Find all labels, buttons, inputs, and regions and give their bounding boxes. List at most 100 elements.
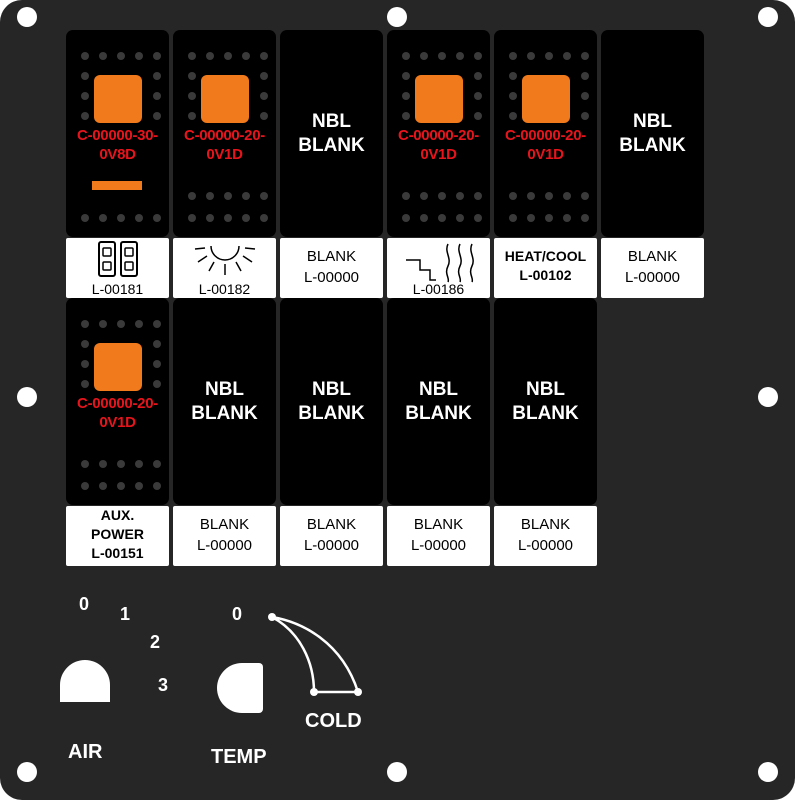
switch-dot	[474, 72, 482, 80]
switch-dot	[402, 52, 410, 60]
switch-part-code: C-00000-20- 0V1D	[77, 395, 158, 431]
rocker-switch[interactable]: C-00000-20- 0V1D	[66, 298, 169, 505]
switch-dot	[474, 214, 482, 222]
mounting-hole-top-left	[17, 7, 37, 27]
switch-dot	[402, 192, 410, 200]
legend-code: L-00000	[517, 537, 574, 554]
temp-knob-label: TEMP	[211, 746, 267, 768]
switch-dot	[117, 320, 125, 328]
heated-seat-icon	[66, 240, 169, 283]
legend-code: L-00182	[198, 281, 251, 297]
switch-dot	[99, 482, 107, 490]
switch-dot	[153, 52, 161, 60]
switch-dot	[117, 214, 125, 222]
switch-dot	[188, 52, 196, 60]
legend-code: L-00000	[410, 537, 467, 554]
switch-dot	[563, 52, 571, 60]
switch-dot	[402, 214, 410, 222]
air-pos-3: 3	[158, 675, 169, 695]
switch-dot	[206, 214, 214, 222]
switch-part-code: C-00000-20- 0V1D	[505, 127, 586, 163]
sun-icon	[173, 240, 276, 285]
rocker-switch[interactable]: NBL BLANK	[601, 30, 704, 237]
switch-dot	[527, 214, 535, 222]
switch-dot	[81, 360, 89, 368]
air-pos-0: 0	[79, 594, 90, 614]
switch-part-code: C-00000-20- 0V1D	[398, 127, 479, 163]
legend-code: L-00181	[91, 281, 144, 297]
cold-label: COLD	[305, 710, 362, 732]
defrost-icon	[387, 240, 490, 289]
switch-dot	[563, 192, 571, 200]
rocker-switch[interactable]: NBL BLANK	[387, 298, 490, 505]
rocker-switch[interactable]: NBL BLANK	[280, 30, 383, 237]
switch-dot	[99, 214, 107, 222]
switch-dot	[474, 112, 482, 120]
switch-dot	[224, 52, 232, 60]
legend-code: L-00000	[196, 537, 253, 554]
switch-dot	[242, 192, 250, 200]
switch-dot	[260, 192, 268, 200]
switch-dot	[81, 482, 89, 490]
air-knob[interactable]	[60, 660, 110, 702]
indicator-lamp	[94, 343, 142, 391]
switch-dot	[509, 112, 517, 120]
mounting-hole-bottom-center	[387, 762, 407, 782]
switch-dot	[135, 482, 143, 490]
temp-knob[interactable]	[217, 663, 263, 713]
switch-dot	[581, 112, 589, 120]
switch-dot	[81, 380, 89, 388]
rocker-switch[interactable]: C-00000-30- 0V8D	[66, 30, 169, 237]
switch-dot	[260, 112, 268, 120]
switch-dot	[581, 214, 589, 222]
switch-dot	[153, 214, 161, 222]
rocker-switch[interactable]: NBL BLANK	[173, 298, 276, 505]
blank-switch-title: NBL BLANK	[512, 379, 579, 424]
switch-dot	[242, 214, 250, 222]
rocker-switch[interactable]: NBL BLANK	[280, 298, 383, 505]
switch-dot	[206, 192, 214, 200]
switch-dot	[581, 52, 589, 60]
legend-code: L-00151	[91, 545, 144, 561]
switch-dot	[153, 460, 161, 468]
switch-dot	[527, 192, 535, 200]
switch-dot	[581, 192, 589, 200]
legend-title: BLANK	[627, 248, 678, 265]
switch-dot	[509, 214, 517, 222]
switch-dot	[563, 214, 571, 222]
legend-code: L-00186	[412, 281, 465, 297]
indicator-lamp	[94, 75, 142, 123]
blank-switch-title: NBL BLANK	[298, 379, 365, 424]
switch-dot	[135, 52, 143, 60]
switch-dot	[153, 360, 161, 368]
switch-dot	[545, 52, 553, 60]
switch-dot	[99, 320, 107, 328]
mounting-hole-bottom-left	[17, 762, 37, 782]
temp-pos-0: 0	[232, 604, 243, 624]
switch-dot	[81, 92, 89, 100]
switch-part-code: C-00000-20- 0V1D	[184, 127, 265, 163]
switch-dot	[188, 192, 196, 200]
rocker-switch[interactable]: NBL BLANK	[494, 298, 597, 505]
switch-dot	[117, 52, 125, 60]
switch-dot	[402, 92, 410, 100]
switch-dot	[153, 340, 161, 348]
switch-dot	[545, 214, 553, 222]
air-pos-2: 2	[150, 632, 161, 652]
switch-legend-label: L-00186	[387, 238, 490, 298]
switch-dot	[420, 214, 428, 222]
rocker-switch[interactable]: C-00000-20- 0V1D	[387, 30, 490, 237]
switch-dot	[99, 460, 107, 468]
switch-dot	[224, 214, 232, 222]
switch-dot	[509, 192, 517, 200]
rocker-switch[interactable]: C-00000-20- 0V1D	[173, 30, 276, 237]
rocker-switch[interactable]: C-00000-20- 0V1D	[494, 30, 597, 237]
indicator-lamp	[522, 75, 570, 123]
legend-code: L-00102	[519, 267, 572, 283]
